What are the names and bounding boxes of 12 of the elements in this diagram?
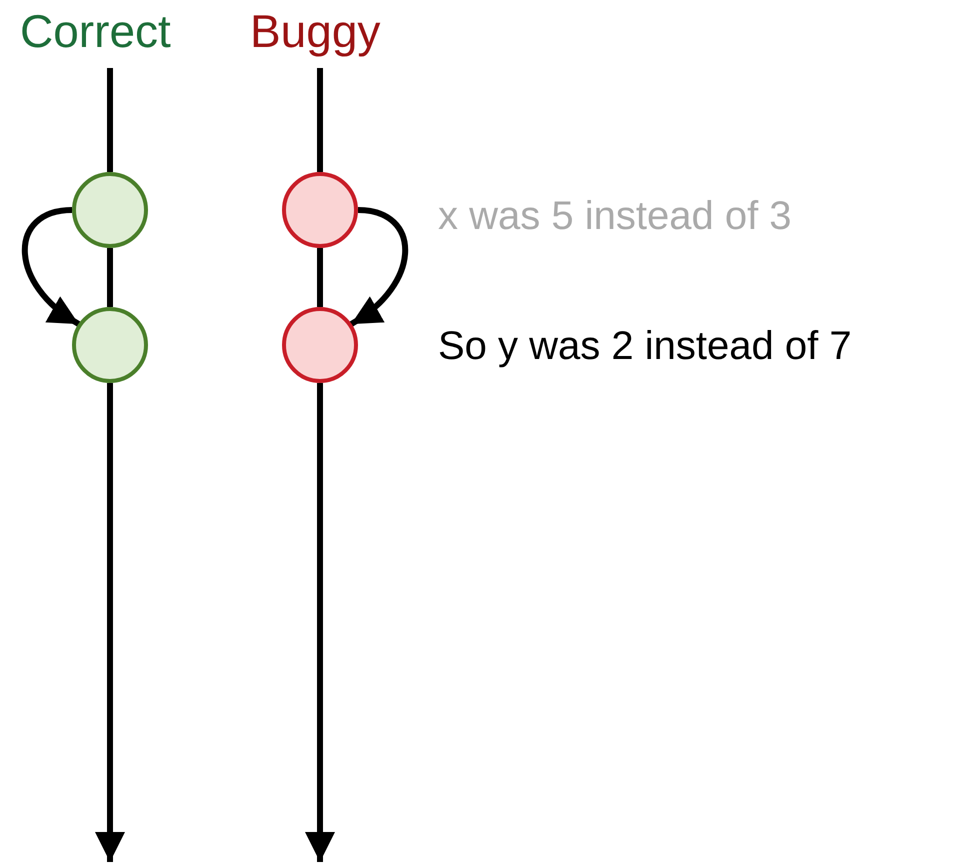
timeline-line	[107, 248, 113, 307]
annotation-text: So y was 2 instead of 7	[438, 326, 852, 366]
arrow	[95, 383, 125, 862]
timeline-line	[317, 248, 323, 307]
arrow	[350, 207, 408, 327]
timeline-line	[317, 68, 323, 172]
column-heading: Correct	[20, 8, 171, 54]
arrow	[22, 207, 80, 327]
arrow	[305, 383, 335, 862]
column-heading: Buggy	[250, 8, 380, 54]
annotation-text: x was 5 instead of 3	[438, 196, 792, 236]
timeline-line	[107, 68, 113, 172]
